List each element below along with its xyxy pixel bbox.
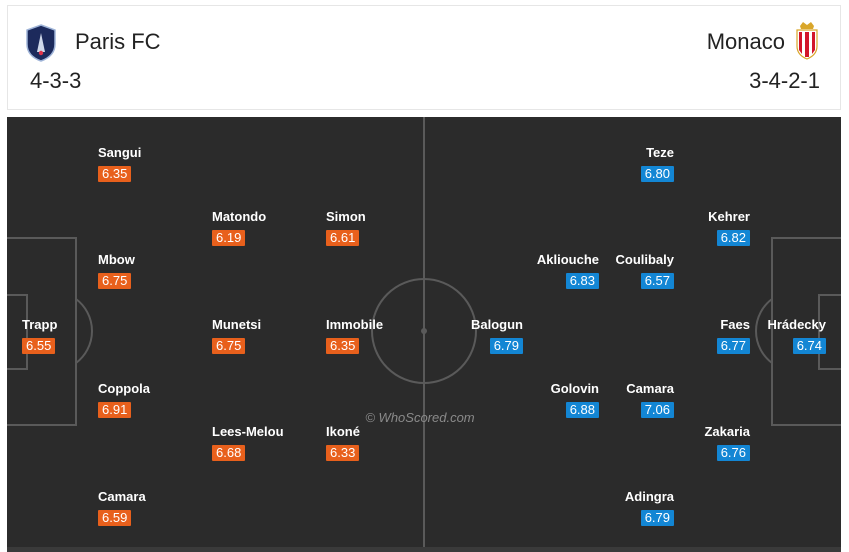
player-rating: 6.91: [98, 402, 132, 418]
player-rating: 6.76: [716, 445, 750, 461]
player-name: Sangui: [98, 145, 142, 160]
player-rating: 6.75: [98, 273, 132, 289]
player-name: Balogun: [471, 317, 523, 332]
player-rating: 6.68: [212, 445, 246, 461]
player-rating: 6.79: [640, 510, 674, 526]
home-player-sangui[interactable]: Sangui 6.35: [98, 145, 141, 183]
player-rating: 6.57: [640, 273, 674, 289]
paris-fc-crest-icon: [25, 24, 57, 67]
home-player-munetsi[interactable]: Munetsi 6.75: [212, 317, 261, 355]
player-name: Coulibaly: [615, 252, 674, 267]
home-player-ikone[interactable]: Ikoné 6.33: [326, 424, 360, 462]
home-player-trapp[interactable]: Trapp 6.55: [22, 317, 57, 355]
player-name: Camara: [98, 489, 146, 504]
match-header: Paris FC 4-3-3 Monaco 3-4-2-1: [7, 5, 841, 110]
player-rating: 6.88: [565, 402, 599, 418]
home-player-matondo[interactable]: Matondo 6.19: [212, 209, 266, 247]
player-name: Simon: [326, 209, 366, 224]
player-rating: 7.06: [640, 402, 674, 418]
player-name: Adingra: [624, 489, 674, 504]
player-name: Ikoné: [326, 424, 360, 439]
player-rating: 6.33: [326, 445, 360, 461]
monaco-crest-icon: [794, 20, 820, 65]
whoscored-watermark: © WhoScored.com: [365, 410, 475, 425]
pitch-bottom-edge: [7, 547, 841, 552]
player-rating: 6.74: [792, 338, 826, 354]
pitch-lines: [7, 117, 841, 547]
away-player-teze[interactable]: Teze 6.80: [640, 145, 674, 183]
home-player-immobile[interactable]: Immobile 6.35: [326, 317, 383, 355]
player-rating: 6.77: [716, 338, 750, 354]
player-rating: 6.55: [22, 338, 56, 354]
player-rating: 6.82: [716, 230, 750, 246]
player-name: Coppola: [98, 381, 150, 396]
player-rating: 6.35: [98, 166, 132, 182]
player-name: Trapp: [22, 317, 58, 332]
player-name: Kehrer: [708, 209, 750, 224]
player-rating: 6.61: [326, 230, 360, 246]
home-formation: 4-3-3: [30, 68, 82, 93]
player-name: Camara: [626, 381, 674, 396]
player-name: Lees-Melou: [212, 424, 284, 439]
player-rating: 6.75: [212, 338, 246, 354]
away-player-golovin[interactable]: Golovin 6.88: [551, 381, 599, 419]
player-name: Munetsi: [212, 317, 262, 332]
away-player-akliouche[interactable]: Akliouche 6.83: [537, 252, 599, 290]
player-name: Faes: [720, 317, 750, 332]
away-player-camara[interactable]: Camara 7.06: [626, 381, 674, 419]
away-player-kehrer[interactable]: Kehrer 6.82: [708, 209, 750, 247]
home-player-coppola[interactable]: Coppola 6.91: [98, 381, 150, 419]
player-name: Immobile: [326, 317, 384, 332]
player-rating: 6.79: [489, 338, 523, 354]
away-player-balogun[interactable]: Balogun 6.79: [471, 317, 523, 355]
player-rating: 6.83: [565, 273, 599, 289]
away-team-name: Monaco: [706, 29, 785, 54]
away-player-zakaria[interactable]: Zakaria 6.76: [704, 424, 750, 462]
player-name: Teze: [646, 145, 674, 160]
pitch: [7, 117, 841, 547]
away-formation: 3-4-2-1: [749, 68, 820, 93]
away-player-faes[interactable]: Faes 6.77: [716, 317, 750, 355]
player-name: Zakaria: [704, 424, 750, 439]
player-rating: 6.80: [640, 166, 674, 182]
home-player-camara[interactable]: Camara 6.59: [98, 489, 146, 527]
away-player-coulibaly[interactable]: Coulibaly 6.57: [615, 252, 674, 290]
player-name: Hrádecky: [767, 317, 826, 332]
away-player-hradecky[interactable]: Hrádecky 6.74: [767, 317, 826, 355]
player-rating: 6.35: [326, 338, 360, 354]
player-name: Akliouche: [536, 252, 599, 267]
home-player-simon[interactable]: Simon 6.61: [326, 209, 366, 247]
home-player-mbow[interactable]: Mbow 6.75: [98, 252, 135, 290]
player-name: Mbow: [98, 252, 135, 267]
player-name: Matondo: [212, 209, 267, 224]
away-player-adingra[interactable]: Adingra 6.79: [625, 489, 674, 527]
player-rating: 6.19: [212, 230, 246, 246]
home-player-lees-melou[interactable]: Lees-Melou 6.68: [212, 424, 284, 462]
home-team-name: Paris FC: [75, 29, 161, 54]
player-rating: 6.59: [98, 510, 132, 526]
player-name: Golovin: [550, 381, 599, 396]
